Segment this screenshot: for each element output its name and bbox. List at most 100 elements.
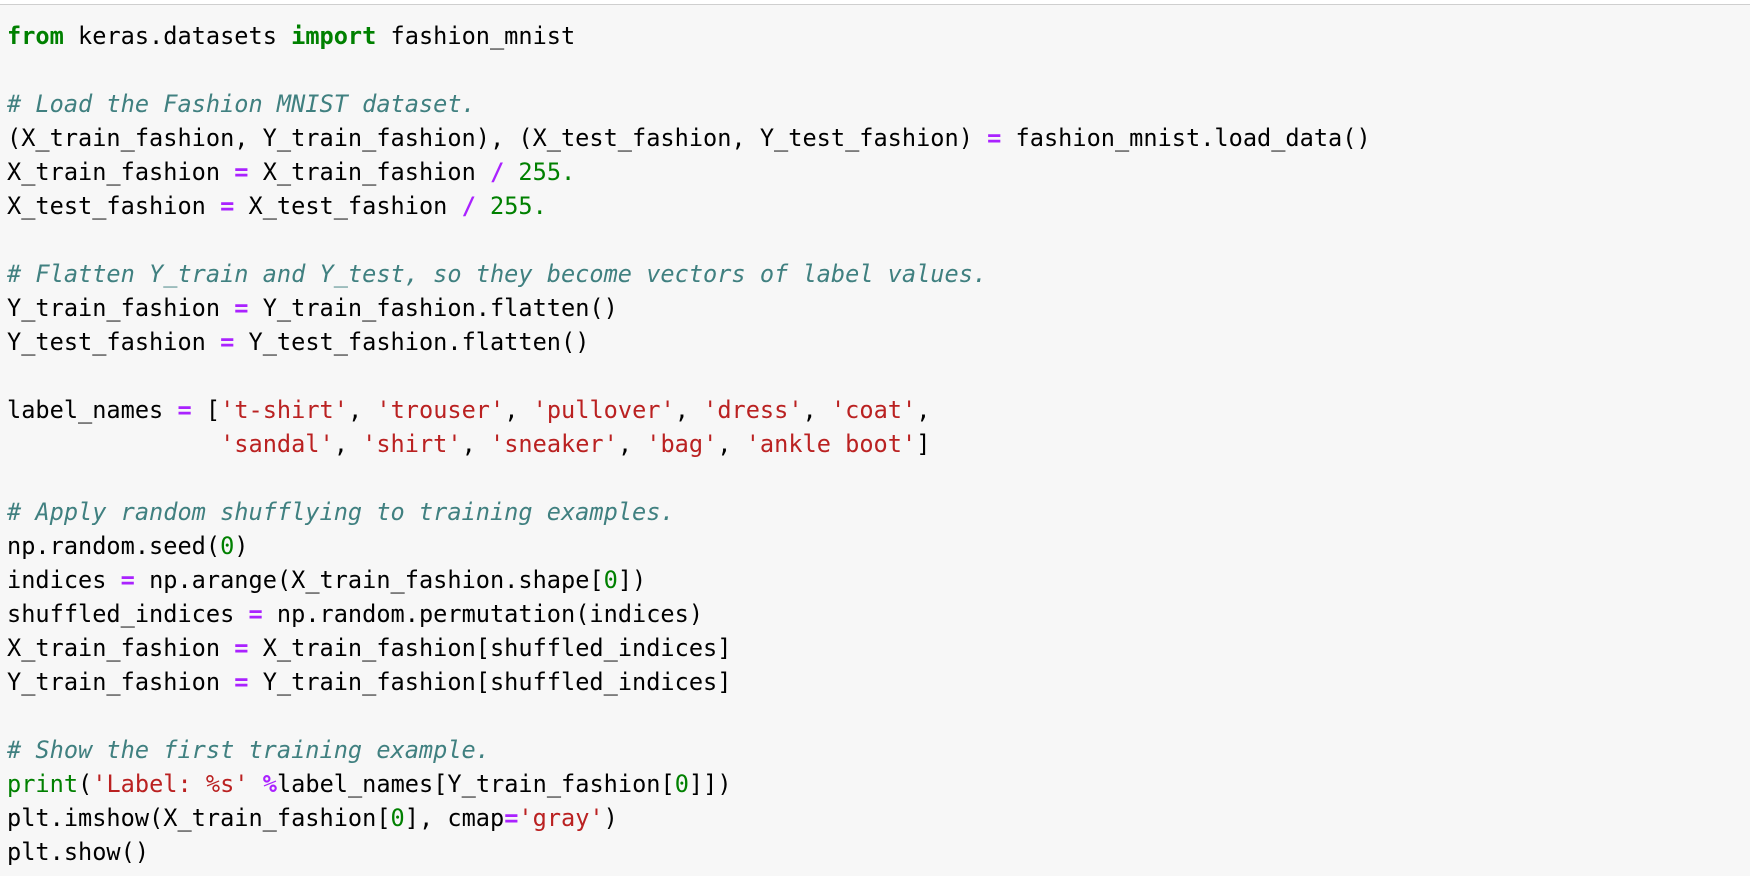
- code-token-plain: shuffled_indices: [7, 600, 249, 628]
- code-line: # Load the Fashion MNIST dataset.: [7, 87, 1371, 121]
- code-line: # Show the first training example.: [7, 733, 1371, 767]
- code-line: [7, 223, 1371, 257]
- code-token-operator: =: [234, 294, 249, 322]
- code-line: np.random.seed(0): [7, 529, 1371, 563]
- code-line: (X_train_fashion, Y_train_fashion), (X_t…: [7, 121, 1371, 155]
- code-token-plain: plt.show(): [7, 838, 150, 866]
- code-line: Y_test_fashion = Y_test_fashion.flatten(…: [7, 325, 1371, 359]
- code-line: [7, 53, 1371, 87]
- code-token-plain: np.random.permutation(indices): [262, 600, 704, 628]
- code-token-operator: =: [177, 396, 192, 424]
- code-token-string: 'dress': [703, 396, 803, 424]
- code-line: shuffled_indices = np.random.permutation…: [7, 597, 1371, 631]
- code-token-number: 0: [390, 804, 405, 832]
- code-token-number: 0: [674, 770, 689, 798]
- code-token-comment: # Flatten Y_train and Y_test, so they be…: [7, 260, 988, 288]
- code-line: label_names = ['t-shirt', 'trouser', 'pu…: [7, 393, 1371, 427]
- code-token-keyword: import: [291, 22, 377, 50]
- code-token-number: 0: [220, 532, 235, 560]
- code-token-plain: ): [603, 804, 618, 832]
- code-token-builtin: print: [7, 770, 79, 798]
- code-editor[interactable]: from keras.datasets import fashion_mnist…: [7, 19, 1371, 869]
- code-token-comment: # Load the Fashion MNIST dataset.: [7, 90, 476, 118]
- code-token-plain: ]]): [688, 770, 732, 798]
- code-token-plain: Y_train_fashion: [7, 668, 235, 696]
- code-token-number: 255.: [490, 192, 547, 220]
- code-line: indices = np.arange(X_train_fashion.shap…: [7, 563, 1371, 597]
- code-line: # Apply random shufflying to training ex…: [7, 495, 1371, 529]
- code-line: Y_train_fashion = Y_train_fashion[shuffl…: [7, 665, 1371, 699]
- code-token-plain: Y_test_fashion: [7, 328, 221, 356]
- code-line: plt.imshow(X_train_fashion[0], cmap='gra…: [7, 801, 1371, 835]
- code-token-plain: [: [191, 396, 221, 424]
- code-line: [7, 699, 1371, 733]
- code-token-string: 'sneaker': [490, 430, 618, 458]
- code-line: print('Label: %s' %label_names[Y_train_f…: [7, 767, 1371, 801]
- code-token-plain: [7, 430, 220, 458]
- code-token-operator: =: [234, 668, 249, 696]
- code-token-operator: %: [262, 770, 277, 798]
- code-line: plt.show(): [7, 835, 1371, 869]
- code-token-string: 'sandal': [220, 430, 334, 458]
- code-token-plain: Y_train_fashion.flatten(): [248, 294, 618, 322]
- code-token-plain: ]: [916, 430, 931, 458]
- code-token-plain: ,: [617, 430, 647, 458]
- code-token-operator: /: [489, 158, 505, 186]
- code-line: X_train_fashion = X_train_fashion[shuffl…: [7, 631, 1371, 665]
- code-token-plain: X_test_fashion: [7, 192, 221, 220]
- code-token-plain: X_test_fashion: [234, 192, 462, 220]
- code-token-operator: =: [234, 158, 249, 186]
- code-token-operator: =: [220, 192, 235, 220]
- code-token-plain: Y_test_fashion.flatten(): [234, 328, 590, 356]
- code-token-operator: /: [461, 192, 476, 220]
- code-token-plain: X_train_fashion[shuffled_indices]: [248, 634, 732, 662]
- code-token-plain: ,: [347, 396, 377, 424]
- code-token-plain: ,: [916, 396, 931, 424]
- code-token-operator: =: [234, 634, 249, 662]
- code-token-plain: ,: [717, 430, 746, 458]
- code-token-string: 'bag': [646, 430, 718, 458]
- code-line: [7, 359, 1371, 393]
- code-token-operator: =: [220, 328, 235, 356]
- code-token-plain: (: [78, 770, 93, 798]
- code-token-plain: ]): [617, 566, 647, 594]
- code-token-string: 't-shirt': [220, 396, 348, 424]
- code-token-plain: np.random.seed(: [7, 532, 221, 560]
- code-token-plain: Y_train_fashion: [7, 294, 235, 322]
- code-token-plain: plt.imshow(X_train_fashion[: [7, 804, 391, 832]
- code-token-plain: fashion_mnist.load_data(): [1001, 124, 1371, 152]
- code-token-plain: ], cmap: [404, 804, 505, 832]
- code-token-string: 'pullover': [532, 396, 675, 424]
- code-token-string: 'gray': [518, 804, 604, 832]
- code-token-number: 255.: [518, 158, 576, 186]
- code-token-keyword: from: [7, 22, 64, 50]
- code-token-plain: ,: [802, 396, 831, 424]
- code-line: X_train_fashion = X_train_fashion / 255.: [7, 155, 1371, 189]
- code-line: from keras.datasets import fashion_mnist: [7, 19, 1371, 53]
- code-token-plain: ,: [333, 430, 363, 458]
- code-line: 'sandal', 'shirt', 'sneaker', 'bag', 'an…: [7, 427, 1371, 461]
- code-token-plain: [249, 770, 263, 798]
- code-cell[interactable]: from keras.datasets import fashion_mnist…: [0, 4, 1750, 876]
- code-token-plain: ,: [461, 430, 490, 458]
- code-token-plain: X_train_fashion: [7, 634, 235, 662]
- code-token-operator: =: [120, 566, 135, 594]
- code-token-plain: (X_train_fashion, Y_train_fashion), (X_t…: [7, 124, 988, 152]
- code-token-string: 'ankle boot': [745, 430, 917, 458]
- code-token-plain: ,: [674, 396, 704, 424]
- code-token-plain: label_names[Y_train_fashion[: [276, 770, 675, 798]
- code-token-plain: keras.datasets: [63, 22, 292, 50]
- code-token-plain: [476, 192, 490, 220]
- code-token-plain: X_train_fashion: [7, 158, 235, 186]
- code-token-string: 'shirt': [362, 430, 462, 458]
- code-token-comment: # Show the first training example.: [7, 736, 490, 764]
- code-token-plain: Y_train_fashion[shuffled_indices]: [248, 668, 732, 696]
- code-line: X_test_fashion = X_test_fashion / 255.: [7, 189, 1371, 223]
- code-token-plain: ): [234, 532, 249, 560]
- code-line: [7, 461, 1371, 495]
- code-token-plain: np.arange(X_train_fashion.shape[: [134, 566, 604, 594]
- code-token-string: 'trouser': [376, 396, 505, 424]
- code-token-string: 'coat': [830, 396, 917, 424]
- code-token-plain: label_names: [7, 396, 178, 424]
- code-line: Y_train_fashion = Y_train_fashion.flatte…: [7, 291, 1371, 325]
